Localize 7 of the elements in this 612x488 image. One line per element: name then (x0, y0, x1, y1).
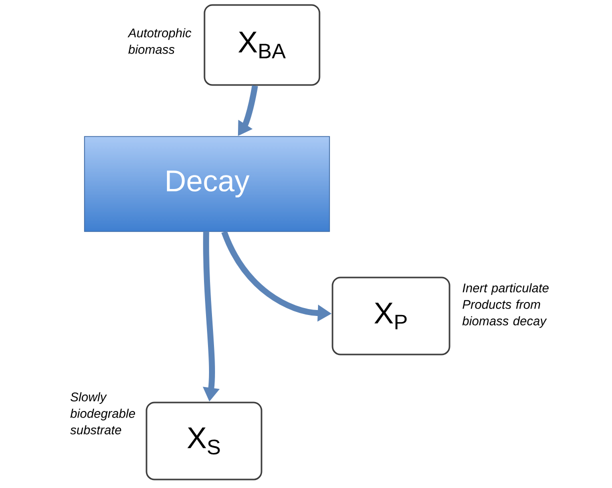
node-caption: Slowly biodegrable substrate (70, 392, 136, 434)
state-box: X$_{P}$ (332, 276, 450, 356)
process-box: Decay (84, 136, 330, 232)
state-box: X$_{S}$ (146, 402, 262, 480)
node-caption: Autotrophic biomass (128, 28, 192, 54)
state-box: X$_{BA}$ (204, 4, 320, 86)
node-caption: Inert particulate Products from biomass decay (462, 283, 549, 328)
